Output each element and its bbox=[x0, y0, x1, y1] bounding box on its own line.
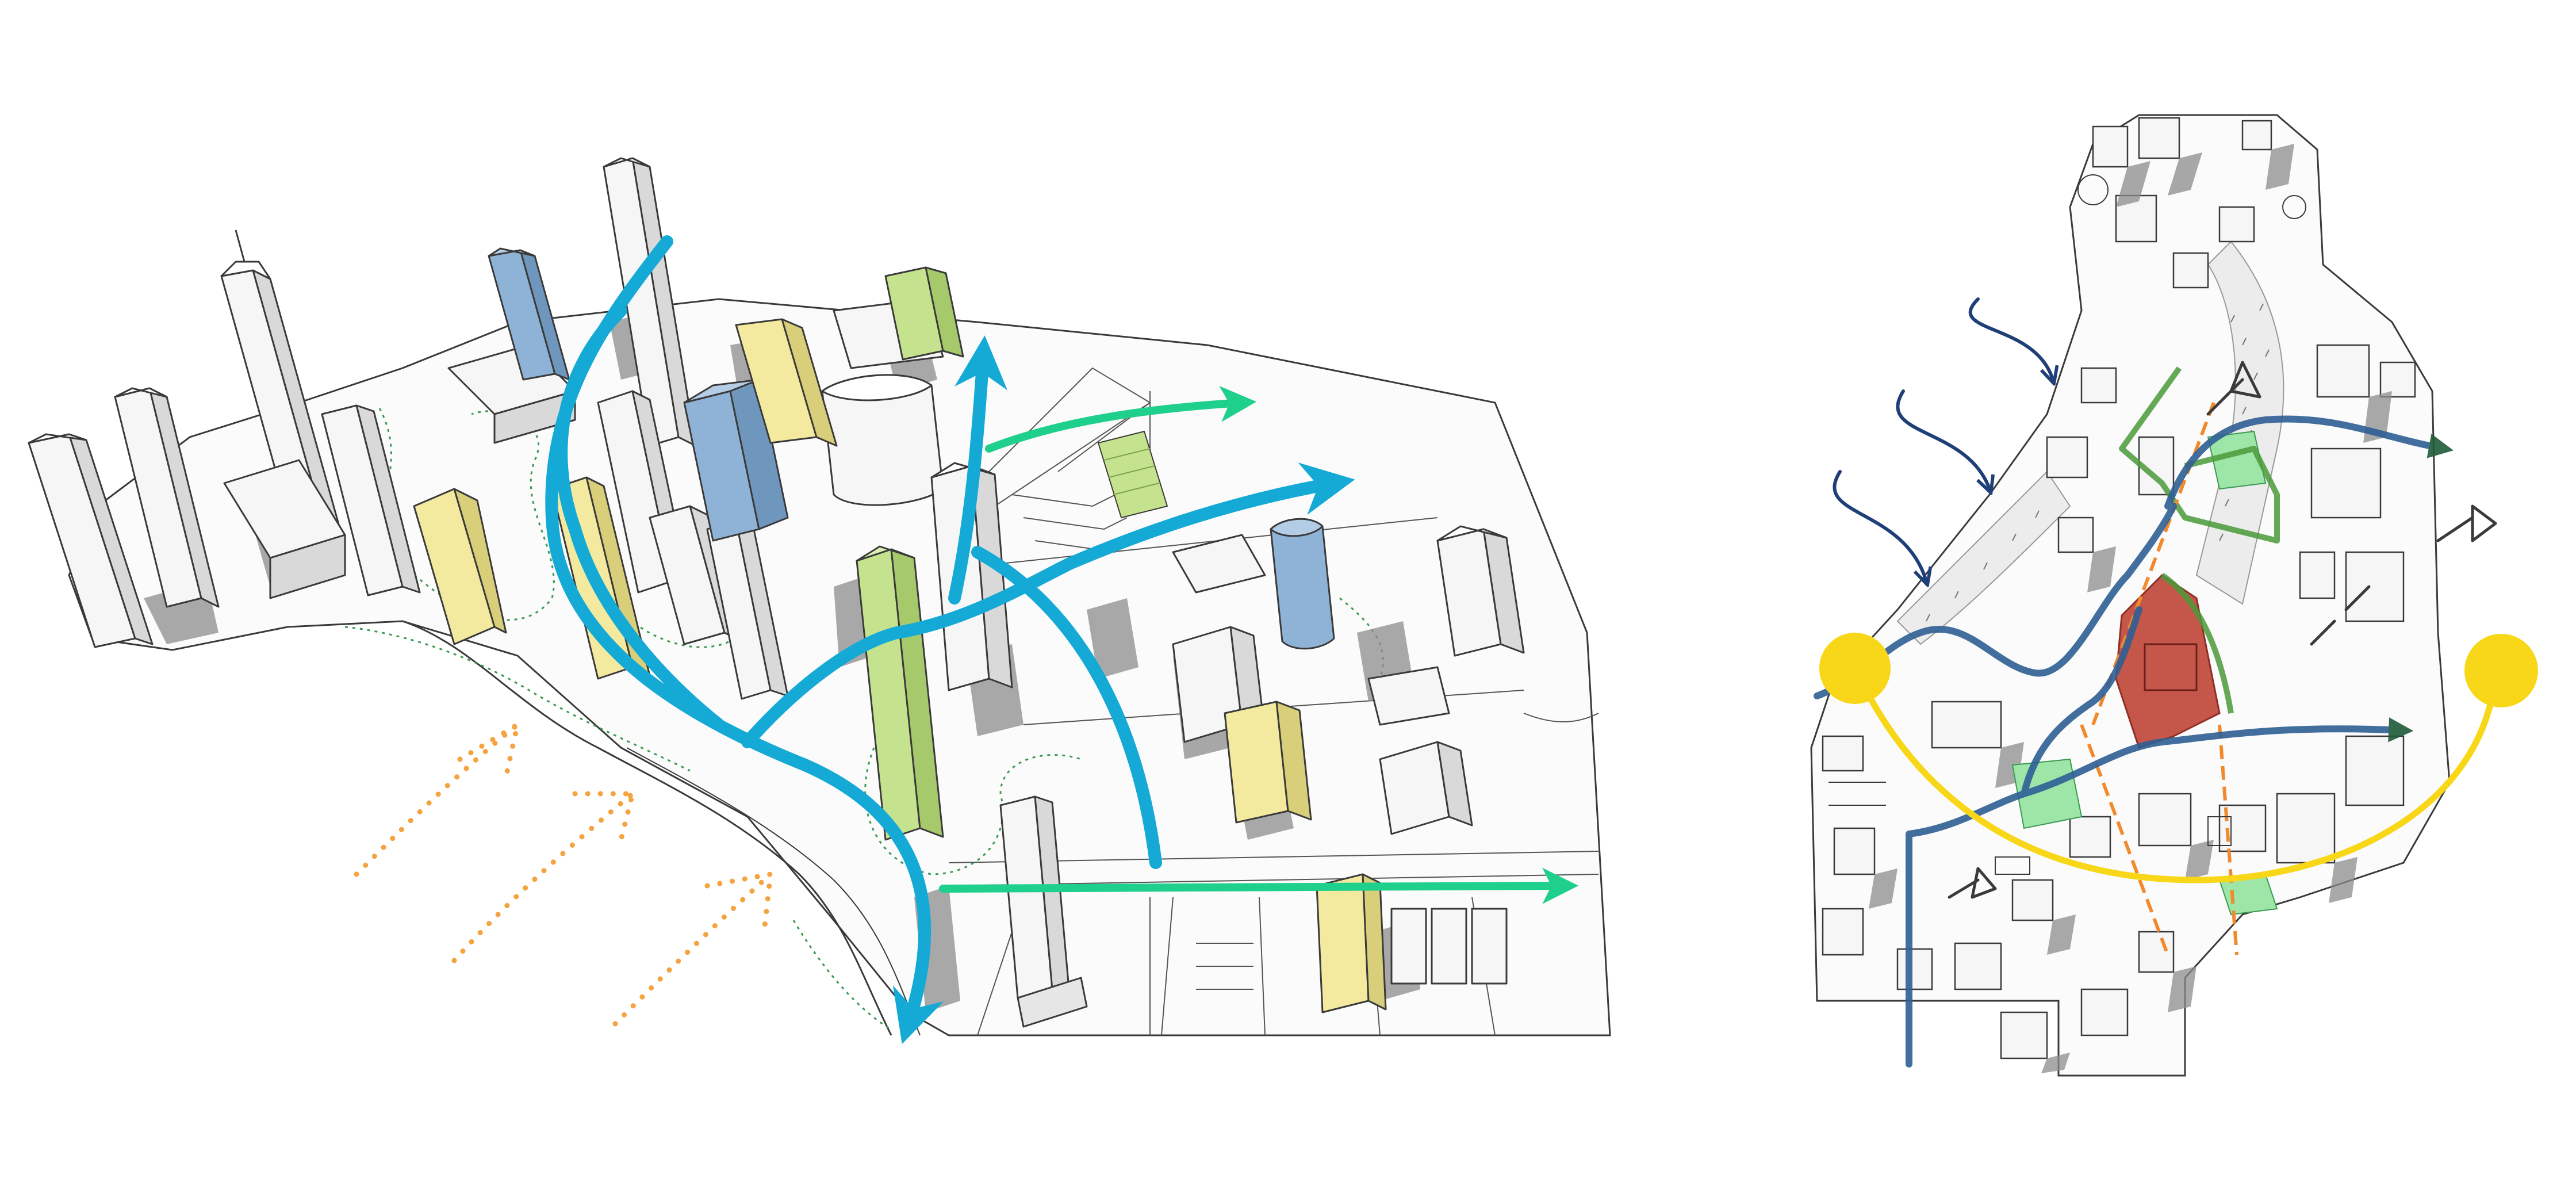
sun-icon bbox=[2464, 634, 2538, 707]
view-cone-icon bbox=[2438, 506, 2496, 541]
wind-arrow-icon bbox=[1971, 299, 2053, 380]
wind-arrow-icon bbox=[1897, 391, 1989, 489]
sun-icon bbox=[1819, 633, 1891, 704]
wind-arrow-icon bbox=[1834, 472, 1926, 581]
